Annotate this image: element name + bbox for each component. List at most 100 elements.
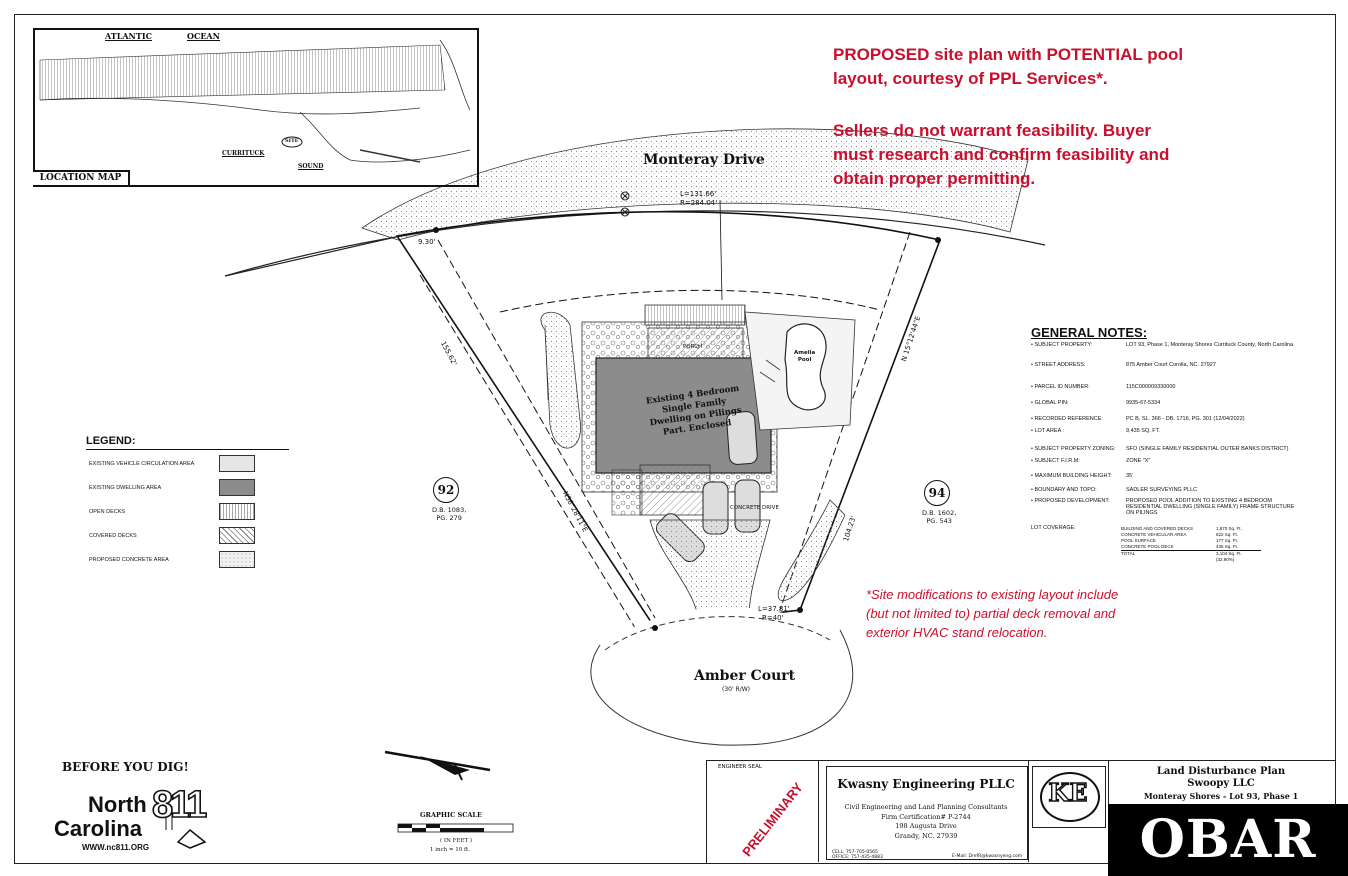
porch-label: PORCH <box>683 344 703 350</box>
lot-92-reference: D.B. 1083, PG. 279 <box>432 506 467 522</box>
coverage-item: POOL SURFACE <box>1121 538 1156 543</box>
top-dimension: 9.30' <box>418 238 436 246</box>
setback-line-left-outer <box>419 274 641 637</box>
general-note-value: 35' <box>1126 473 1134 479</box>
general-note-value: LOT 93, Phase 1, Monteray Shores Curritu… <box>1126 342 1294 348</box>
street-amber-row: (30' R/W) <box>722 686 750 693</box>
nc811-spade-icon <box>165 806 207 849</box>
map-label-atlantic: ATLANTIC <box>105 31 152 41</box>
sheet-border <box>14 14 1336 864</box>
legend-swatch <box>219 479 255 496</box>
coverage-item: CONCRETE VEHICULAR AREA <box>1121 532 1187 537</box>
location-map-label: LOCATION MAP <box>33 170 130 185</box>
map-label-ocean: OCEAN <box>187 31 220 41</box>
coverage-value: 435 Sq. Ft. <box>1216 544 1239 549</box>
coverage-value: 622 Sq. Ft. <box>1216 532 1239 537</box>
general-note-label: • SUBJECT PROPERTY ZONING: <box>1031 446 1116 452</box>
general-note-label: • BOUNDARY AND TOPO: <box>1031 487 1097 493</box>
proposed-pool <box>784 323 827 411</box>
lot-94-marker: 94 <box>924 480 950 506</box>
coverage-row: TOTAL 3,104 Sq. Ft. (32.90%) <box>1121 550 1261 562</box>
general-note-label: • STREET ADDRESS: <box>1031 362 1086 368</box>
street-monteray-drive: Monteray Drive <box>643 152 765 168</box>
pool-label: Amelia Pool <box>794 350 816 363</box>
road-right-of-way-line <box>224 210 1046 277</box>
nc811-carolina: Carolina <box>54 816 143 841</box>
map-label-sound: SOUND <box>298 163 324 170</box>
map-label-currituck: CURRITUCK <box>222 150 265 157</box>
coverage-item: TOTAL <box>1121 551 1136 556</box>
left-driveway-loop <box>540 311 581 449</box>
general-note-value: 115C000009330000 <box>1126 384 1176 390</box>
graphic-scale-bar <box>397 823 514 833</box>
sellers-note: Sellers do not warrant feasibility. Buye… <box>833 121 1170 188</box>
general-note-value: ZONE "X" <box>1126 458 1151 464</box>
coverage-value: 177 Sq. Ft. <box>1216 538 1239 543</box>
amber-court-bulb <box>600 607 856 746</box>
front-steps <box>644 304 746 326</box>
legend-swatch <box>219 551 255 568</box>
graphic-scale-unit: ( IN FEET ) <box>440 838 473 844</box>
setback-line-left <box>437 239 656 619</box>
general-note-label: • SUBJECT PROPERTY: <box>1031 342 1093 348</box>
street-amber-court: Amber Court <box>694 668 796 684</box>
setback-line-front <box>499 289 881 313</box>
car-outline <box>726 411 758 465</box>
location-map-drawing <box>39 39 471 163</box>
firm-logo-circle-icon <box>1040 772 1100 822</box>
firm-name: Kwasny Engineering PLLC <box>837 777 1015 791</box>
general-note-label: • LOT AREA : <box>1031 428 1065 434</box>
obar-watermark: OBAR <box>1108 804 1348 876</box>
nc811-logo-number: 811 <box>151 783 208 827</box>
general-note-value: SADLER SURVEYING PLLC <box>1126 487 1198 493</box>
coverage-item: BUILDING AND COVERED DECKS <box>1121 526 1194 531</box>
legend-swatch <box>219 455 255 472</box>
covered-porch-front <box>647 327 744 359</box>
graphic-scale-title: GRAPHIC SCALE <box>420 811 482 819</box>
general-note-label: • MAXIMUM BUILDING HEIGHT: <box>1031 473 1112 479</box>
legend-item-label: COVERED DECKS <box>89 533 137 539</box>
firm-box <box>826 766 1028 860</box>
lot-92-marker: 92 <box>433 477 459 503</box>
general-note-value: 875 Amber Court Corolla, NC. 27927 <box>1126 362 1216 368</box>
legend-title: LEGEND: <box>86 435 136 447</box>
drive-label: CONCRETE DRIVE <box>730 505 779 511</box>
lot-boundary <box>395 210 942 629</box>
lot-94-reference: D.B. 1602, PG. 543 <box>922 509 957 525</box>
legend-item-label: EXISTING VEHICLE CIRCULATION AREA <box>89 461 195 467</box>
legend-rule <box>86 449 289 450</box>
general-note-label: • GLOBAL PIN: <box>1031 400 1069 406</box>
curve-label-length: L=131.66' <box>680 190 717 198</box>
proposed-note: PROPOSED site plan with POTENTIAL pool l… <box>833 45 1184 88</box>
nc811-north: North <box>88 792 147 817</box>
general-note-value: SFO (SINGLE FAMILY RESIDENTIAL OUTER BAN… <box>1126 446 1289 452</box>
firm-email: E-Mail: DrefR@kwasnyeng.com <box>952 854 1023 859</box>
legend-item-label: OPEN DECKS <box>89 509 126 515</box>
covered-porch-rear <box>639 464 711 516</box>
before-you-dig-title: BEFORE YOU DIG! <box>62 760 189 774</box>
nc811-url: WWW.nc811.ORG <box>82 843 150 852</box>
coverage-value: 3,104 Sq. Ft. (32.90%) <box>1216 551 1242 562</box>
curve-label-length-bottom: L=37.81' <box>758 605 790 613</box>
general-note-value: PROPOSED POOL ADDITION TO EXISTING 4 BED… <box>1126 498 1295 516</box>
firm-logo-box <box>1032 766 1106 828</box>
dimension-line <box>719 199 723 301</box>
map-label-site: SITE <box>285 138 299 144</box>
legend-swatch <box>219 527 255 544</box>
firm-logo: KE <box>1048 777 1089 807</box>
general-note-value: 9,435 SQ. FT. <box>1126 428 1160 434</box>
general-note-value: 9935-67-5334 <box>1126 400 1161 406</box>
lot-coverage-label: LOT COVERAGE: <box>1031 525 1076 531</box>
general-note-label: • RECORDED REFERENCE: <box>1031 416 1103 422</box>
right-driveway-loop <box>777 499 846 601</box>
general-note-label: • SUBJECT F.I.R.M: <box>1031 458 1080 464</box>
coverage-item: CONCRETE POOL DECK <box>1121 544 1174 549</box>
site-modification-note: *Site modifications to existing layout i… <box>866 587 1119 640</box>
curve-label-radius: R=284.04' <box>680 199 718 207</box>
general-note-label: • PROPOSED DEVELOPMENT: <box>1031 498 1110 504</box>
graphic-scale-ratio: 1 inch = 10 ft. <box>430 847 471 853</box>
legend-item-label: PROPOSED CONCRETE AREA <box>89 557 169 563</box>
plan-title: Land Disturbance Plan Swoopy LLC Montera… <box>1143 766 1299 801</box>
